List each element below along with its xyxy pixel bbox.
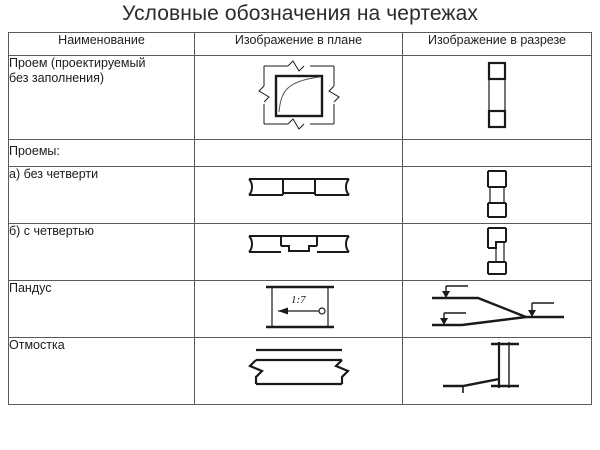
section-figure-opening-with-quarter [402,223,592,281]
table-row: а) без четверти [8,166,592,224]
table-row: б) с четвертью [8,223,592,281]
vertical-opening-with-end-caps-icon [487,61,507,129]
section-figure-empty [402,139,592,167]
ramp-plan-with-slope-label-icon: 1:7 [265,285,334,329]
wall-band-opening-plain-icon [247,178,350,196]
plan-figure-opening-unfilled [194,55,403,140]
column-header-name: Наименование [8,32,195,56]
table-row: Проемы: [8,139,592,167]
plan-figure-ramp: 1:7 [194,280,403,338]
column-header-plan: Изображение в плане [194,32,403,56]
table-row: Пандус [8,280,592,338]
section-figure-blind-area [402,337,592,405]
plan-figure-opening-no-quarter [194,166,403,224]
table-row: Отмостка [8,337,592,405]
figure-wrap [403,338,591,398]
ramp-slope-label: 1:7 [291,294,306,306]
row-label-line: Отмостка [9,338,65,352]
row-label-opening-with-quarter: б) с четвертью [8,223,195,281]
section-figure-opening-no-quarter [402,166,592,224]
figure-wrap [195,224,402,264]
figure-wrap [403,224,591,278]
row-label-line: Пандус [9,281,52,295]
blind-area-section-at-wall-icon [443,342,519,393]
opening-square-with-break-marks-icon [257,60,340,130]
row-label-line: б) с четвертью [9,224,95,238]
wall-section-opening-rebate-icon [487,227,507,275]
column-header-section: Изображение в разрезе [402,32,592,56]
row-label-openings-heading: Проемы: [8,139,195,167]
wall-section-opening-plain-icon [487,170,507,218]
page-title: Условные обозначения на чертежах [122,2,478,25]
row-label-opening-unfilled: Проем (проектируемый без заполнения) [8,55,195,140]
plan-figure-opening-with-quarter [194,223,403,281]
row-label-ramp: Пандус [8,280,195,338]
figure-wrap [195,56,402,134]
figure-wrap [195,338,402,396]
section-figure-ramp [402,280,592,338]
table-header: Наименование Изображение в плане Изображ… [8,32,592,56]
row-label-line: а) без четверти [9,167,99,181]
figure-wrap [403,167,591,221]
figure-wrap [403,56,591,134]
symbols-table: Наименование Изображение в плане Изображ… [8,32,592,405]
row-label-opening-no-quarter: а) без четверти [8,166,195,224]
row-label-blind-area: Отмостка [8,337,195,405]
figure-wrap: 1:7 [195,281,402,333]
row-label-line: Проемы: [9,144,60,158]
plan-figure-blind-area [194,337,403,405]
table-body: Проем (проектируемый без заполнения) [8,55,592,405]
figure-wrap [195,167,402,207]
plan-figure-empty [194,139,403,167]
row-label-line: без заполнения) [9,71,104,85]
table-row: Проем (проектируемый без заполнения) [8,55,592,140]
table-header-row: Наименование Изображение в плане Изображ… [8,32,592,56]
ramp-section-with-level-marks-icon [432,285,564,327]
row-label-line: Проем (проектируемый [9,56,146,70]
figure-wrap [403,281,591,333]
wall-band-opening-rebate-icon [247,235,350,253]
section-figure-opening-unfilled [402,55,592,140]
blind-area-plan-band-icon [247,348,350,386]
